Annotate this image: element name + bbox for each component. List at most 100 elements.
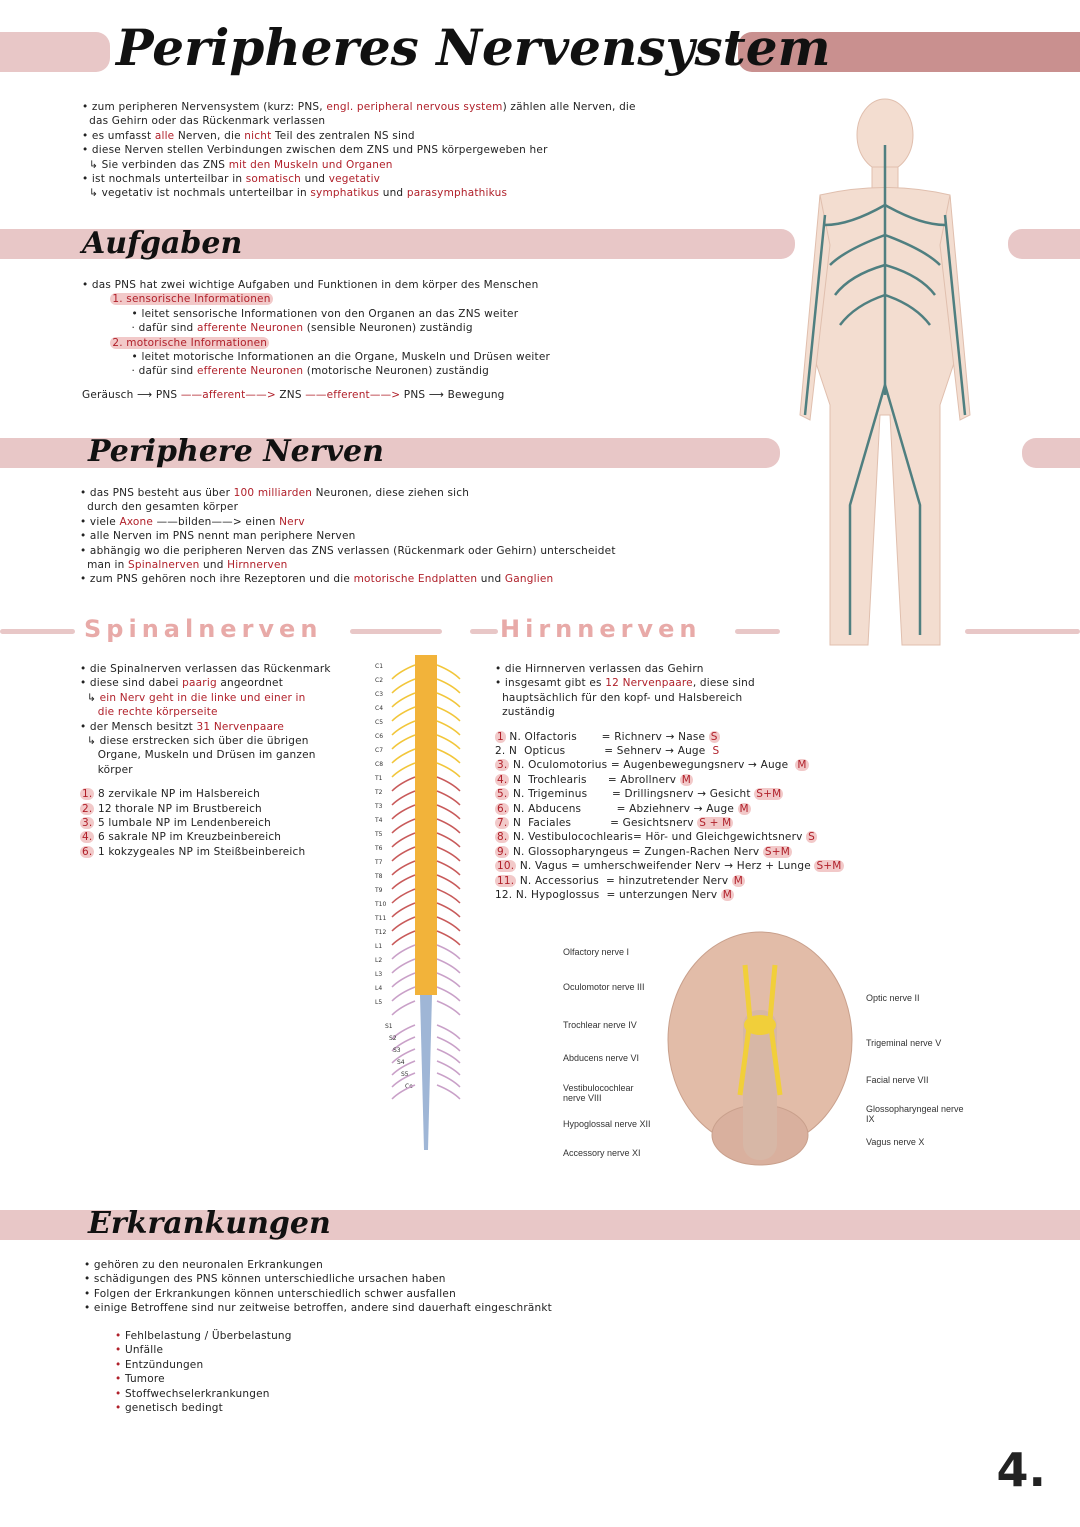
- vertebra-label: Co: [405, 1083, 413, 1090]
- cause-label: Fehlbelastung / Überbelastung: [124, 1330, 292, 1342]
- spinal-nerve: [391, 1036, 461, 1052]
- text: • zum PNS gehören noch ihre Rezeptoren u…: [80, 573, 354, 586]
- intro-text: • zum peripheren Nervensystem (kurz: PNS…: [82, 100, 636, 201]
- text: • das PNS besteht aus über: [80, 487, 234, 499]
- body-nervous-system-illustration: [799, 98, 971, 646]
- text-line: • zum PNS gehören noch ihre Rezeptoren u…: [80, 572, 616, 586]
- spinal-cord: [415, 655, 437, 995]
- highlighted-text: 12 Nervenpaare: [605, 677, 693, 690]
- section-bar: [1022, 438, 1080, 468]
- vertebra-label: T10: [374, 901, 386, 908]
- spinal-nerve: [391, 916, 461, 932]
- highlighted-text: S: [806, 831, 817, 844]
- text-line: 12. N. Hypoglossus = unterzungen Nerv M: [495, 888, 844, 902]
- text: 12. N. Hypoglossus = unterzungen Nerv: [495, 889, 721, 902]
- text-line: Organe, Muskeln und Drüsen im ganzen: [80, 748, 331, 762]
- text: durch den gesamten körper: [80, 501, 239, 514]
- highlighted-text: ein Nerv geht in die linke und einer in: [99, 691, 306, 704]
- highlighted-text: symphatikus: [310, 187, 380, 200]
- vertebra-label: T12: [374, 929, 386, 936]
- spinal-text: • die Spinalnerven verlassen das Rückenm…: [80, 662, 331, 859]
- text-line: ↳ diese erstrecken sich über die übrigen: [80, 734, 331, 748]
- text-line: 6. N. Abducens = Abziehnerv → Auge M: [495, 802, 844, 816]
- text: N Trochlearis = Abrollnerv: [509, 773, 680, 786]
- text-line: • viele Axone ——bilden——> einen Nerv: [80, 515, 616, 529]
- text: und: [477, 573, 505, 586]
- text: PNS ⟶ Bewegung: [400, 389, 505, 401]
- highlighted-text: alle: [154, 129, 175, 142]
- vertebra-label: L5: [375, 999, 382, 1006]
- spinal-nerve: [391, 748, 461, 764]
- text-line: • schädigungen des PNS können unterschie…: [84, 1272, 552, 1286]
- text-line: • insgesamt gibt es 12 Nervenpaare, dies…: [495, 676, 844, 690]
- highlighted-text: ——afferent——>: [180, 389, 276, 401]
- text: • alle Nerven im PNS nennt man periphere…: [80, 530, 356, 543]
- text: ) zählen alle Nerven, die: [502, 101, 636, 113]
- divider: [735, 629, 780, 634]
- text-line: hauptsächlich für den kopf- und Halsbere…: [495, 691, 844, 705]
- divider: [470, 629, 498, 634]
- vertebra-label: T7: [374, 859, 383, 866]
- highlighted-text: 9.: [495, 845, 510, 858]
- cause-item: • Unfälle: [115, 1344, 164, 1357]
- vertebra-label: T5: [374, 831, 383, 838]
- text: N. Glossopharyngeus = Zungen-Rachen Nerv: [509, 845, 763, 858]
- text-line: • alle Nerven im PNS nennt man periphere…: [80, 529, 616, 543]
- highlighted-text: mit den Muskeln und Organen: [228, 158, 393, 171]
- text: · dafür sind: [82, 365, 197, 378]
- highlighted-text: 4.: [495, 773, 510, 786]
- text-line: 2. motorische Informationen: [82, 336, 550, 350]
- text: N. Abducens = Abziehnerv → Auge: [509, 802, 738, 815]
- text: • die Hirnnerven verlassen das Gehirn: [495, 663, 704, 675]
- highlighted-text: S+M: [754, 788, 784, 801]
- brain-label: Facial nerve VII: [866, 1075, 929, 1085]
- text-line: 9. N. Glossopharyngeus = Zungen-Rachen N…: [495, 845, 844, 859]
- highlighted-text: motorische Endplatten: [353, 573, 478, 586]
- text: • leitet motorische Informationen an die…: [82, 351, 551, 364]
- spinal-nerve: [391, 790, 461, 806]
- text: • einige Betroffene sind nur zeitweise b…: [84, 1302, 552, 1315]
- page-title: Peripheres Nervensystem: [116, 18, 831, 77]
- text-line: • leitet motorische Informationen an die…: [82, 350, 550, 364]
- section-title-erkrankungen: Erkrankungen: [88, 1206, 331, 1241]
- text: • insgesamt gibt es: [495, 677, 606, 690]
- text: N Faciales = Gesichtsnerv: [509, 817, 698, 830]
- highlighted-text: parasymphathikus: [406, 187, 508, 200]
- text: • gehören zu den neuronalen Erkrankungen: [84, 1259, 323, 1271]
- text-line: • diese Nerven stellen Verbindungen zwis…: [82, 143, 636, 157]
- text: (sensible Neuronen) zuständig: [303, 322, 473, 335]
- spinal-nerve: [391, 734, 461, 750]
- text: N. Oculomotorius = Augenbewegungsnerv → …: [509, 759, 796, 772]
- highlighted-text: S: [712, 745, 720, 758]
- highlighted-text: 4.: [80, 831, 95, 844]
- spinal-nerve: [391, 874, 461, 890]
- spinal-nerve: [391, 776, 461, 792]
- cause-label: Tumore: [124, 1373, 165, 1386]
- text: N. Accessorius = hinzutretender Nerv: [516, 874, 732, 887]
- text: Organe, Muskeln und Drüsen im ganzen: [80, 749, 316, 762]
- vertebra-label: L1: [375, 943, 382, 950]
- text-line: 8. N. Vestibulocochlearis= Hör- und Glei…: [495, 830, 844, 844]
- highlighted-text: efferente Neuronen: [196, 365, 304, 378]
- brain-label: Trigeminal nerve V: [866, 1038, 942, 1048]
- text: 5 lumbale NP im Lendenbereich: [94, 817, 271, 830]
- text-line: 1 N. Olfactoris = Richnerv → Nase S: [495, 730, 844, 744]
- vertebra-label: S5: [401, 1071, 409, 1078]
- highlighted-text: 11.: [495, 874, 517, 887]
- cause-item: • Tumore: [115, 1373, 165, 1386]
- spinal-nerve: [391, 902, 461, 918]
- vertebra-label: C7: [375, 747, 383, 754]
- highlighted-text: Nerv: [279, 515, 305, 528]
- divider: [350, 629, 442, 634]
- spinal-nerve: [391, 678, 461, 694]
- vertebra-label: L4: [375, 985, 382, 992]
- erkrankungen-text: • gehören zu den neuronalen Erkrankungen…: [84, 1258, 552, 1316]
- spinal-cord-illustration: C1C2C3C4C5C6C7C8T1T2T3T4T5T6T7T8T9T10T11…: [374, 655, 461, 1150]
- brain-base-illustration: [667, 931, 853, 1166]
- text-line: 1. 8 zervikale NP im Halsbereich: [80, 787, 331, 801]
- spinal-nerve: [391, 1024, 461, 1040]
- spinal-nerve: [391, 1060, 461, 1076]
- vertebra-label: C1: [375, 663, 383, 670]
- section-bar: [0, 229, 795, 259]
- text-line: ↳ vegetativ ist nochmals unterteilbar in…: [82, 186, 636, 200]
